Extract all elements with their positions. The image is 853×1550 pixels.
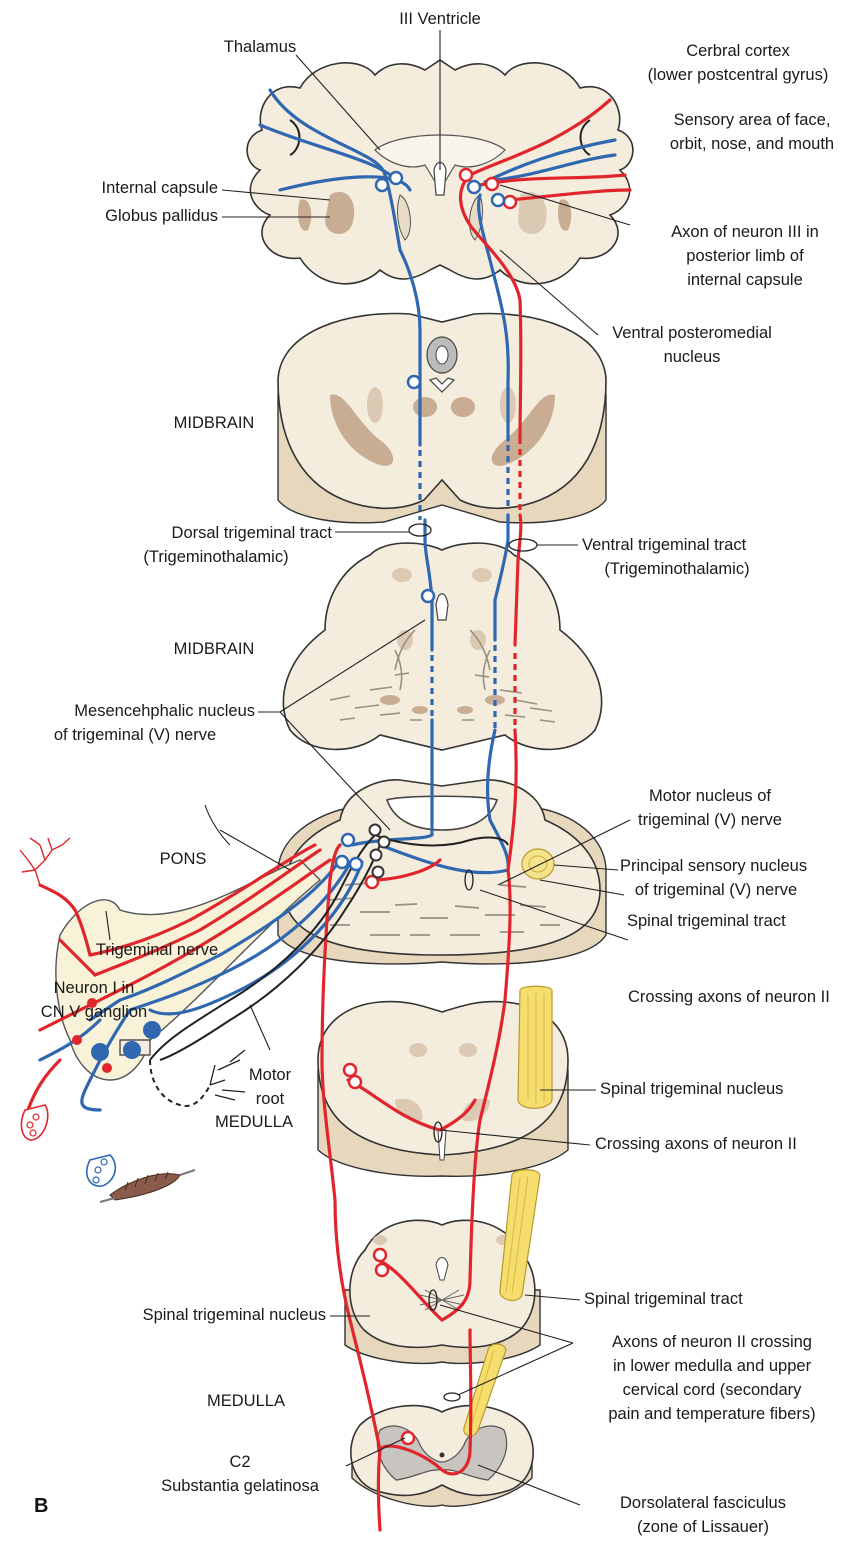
label-midbrain-upper: MIDBRAIN (174, 414, 255, 432)
label-spinal-tract-lower: Spinal trigeminal tract (584, 1290, 743, 1308)
label-internal-capsule: Internal capsule (102, 179, 219, 197)
label-spinal-tract-upper: Spinal trigeminal tract (627, 912, 786, 930)
label-crossing-axons-lower: Crossing axons of neuron II (595, 1135, 797, 1153)
label-axons2-line3: cervical cord (secondary (623, 1381, 803, 1399)
label-third-ventricle: III Ventricle (399, 10, 481, 28)
label-mesencephalic-line1: Mesencehphalic nucleus (74, 702, 255, 720)
label-substantia-gelatinosa: Substantia gelatinosa (161, 1477, 320, 1495)
label-thalamus: Thalamus (224, 38, 296, 56)
label-axons2-line1: Axons of neuron II crossing (612, 1333, 812, 1351)
label-motor-root-line2: root (256, 1090, 285, 1108)
label-lissauer-line1: Dorsolateral fasciculus (620, 1494, 786, 1512)
label-mesencephalic-line2: of trigeminal (V) nerve (54, 726, 216, 744)
label-crossing-axons-upper: Crossing axons of neuron II (628, 988, 830, 1006)
label-dorsal-tract-line2: (Trigeminothalamic) (143, 548, 288, 566)
label-motor-root-line1: Motor (249, 1066, 292, 1084)
label-motor-nucleus-line2: trigeminal (V) nerve (638, 811, 782, 829)
upper-midbrain-section (278, 314, 606, 523)
lower-midbrain-section (283, 543, 601, 750)
label-axons2-line4: pain and temperature fibers) (608, 1405, 815, 1423)
label-dorsal-tract-line1: Dorsal trigeminal tract (172, 524, 333, 542)
label-lissauer-line2: (zone of Lissauer) (637, 1518, 769, 1536)
label-pons: PONS (160, 850, 207, 868)
label-cortex-line1: Cerbral cortex (686, 42, 790, 60)
label-axon3-line3: internal capsule (687, 271, 803, 289)
label-ventral-tract-line1: Ventral trigeminal tract (582, 536, 747, 554)
label-neuron1-line1: Neuron I in (54, 979, 135, 997)
panel-letter: B (34, 1495, 48, 1517)
label-medulla-lower: MEDULLA (207, 1392, 285, 1410)
label-principal-line1: Principal sensory nucleus (620, 857, 807, 875)
label-neuron1-line2: CN V ganglion (41, 1003, 147, 1021)
label-principal-line2: of trigeminal (V) nerve (635, 881, 797, 899)
label-motor-nucleus-line1: Motor nucleus of (649, 787, 771, 805)
label-sensory-line2: orbit, nose, and mouth (670, 135, 834, 153)
label-midbrain-lower: MIDBRAIN (174, 640, 255, 658)
label-globus-pallidus: Globus pallidus (105, 207, 218, 225)
label-trigeminal-nerve: Trigeminal nerve (96, 941, 218, 959)
label-axon3-line2: posterior limb of (686, 247, 804, 265)
label-ventral-tract-line2: (Trigeminothalamic) (604, 560, 749, 578)
label-sensory-line1: Sensory area of face, (674, 111, 831, 129)
label-axons2-line2: in lower medulla and upper (613, 1357, 812, 1375)
label-spinal-nucleus-lower: Spinal trigeminal nucleus (143, 1306, 326, 1324)
label-vpm-line1: Ventral posteromedial (612, 324, 772, 342)
label-c2: C2 (229, 1453, 250, 1471)
label-axon3-line1: Axon of neuron III in (671, 223, 819, 241)
label-vpm-line2: nucleus (664, 348, 721, 366)
label-medulla-upper: MEDULLA (215, 1113, 293, 1131)
label-spinal-nucleus-upper: Spinal trigeminal nucleus (600, 1080, 783, 1098)
label-cortex-line2: (lower postcentral gyrus) (648, 66, 829, 84)
